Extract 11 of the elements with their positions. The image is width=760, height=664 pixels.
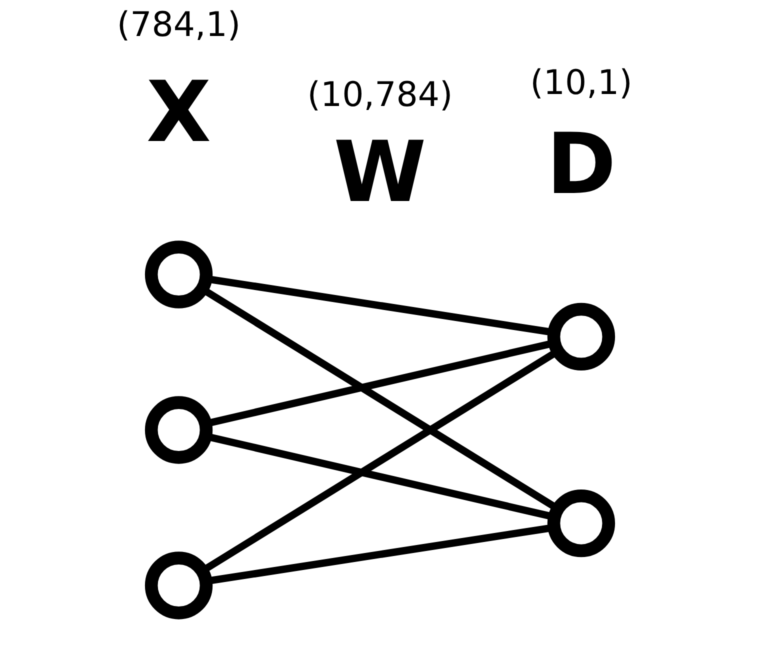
variable-label: W [334,130,426,214]
shape-label: (10,1) [530,66,632,100]
node-circle [547,302,616,371]
node-circle [144,552,213,620]
node-circle [144,240,213,308]
shape-label: (10,784) [307,78,453,112]
variable-label: X [146,70,212,154]
variable-label: D [546,122,616,206]
shape-label: (784,1) [116,8,241,42]
node-circle [547,489,616,558]
node-circle [144,396,213,464]
